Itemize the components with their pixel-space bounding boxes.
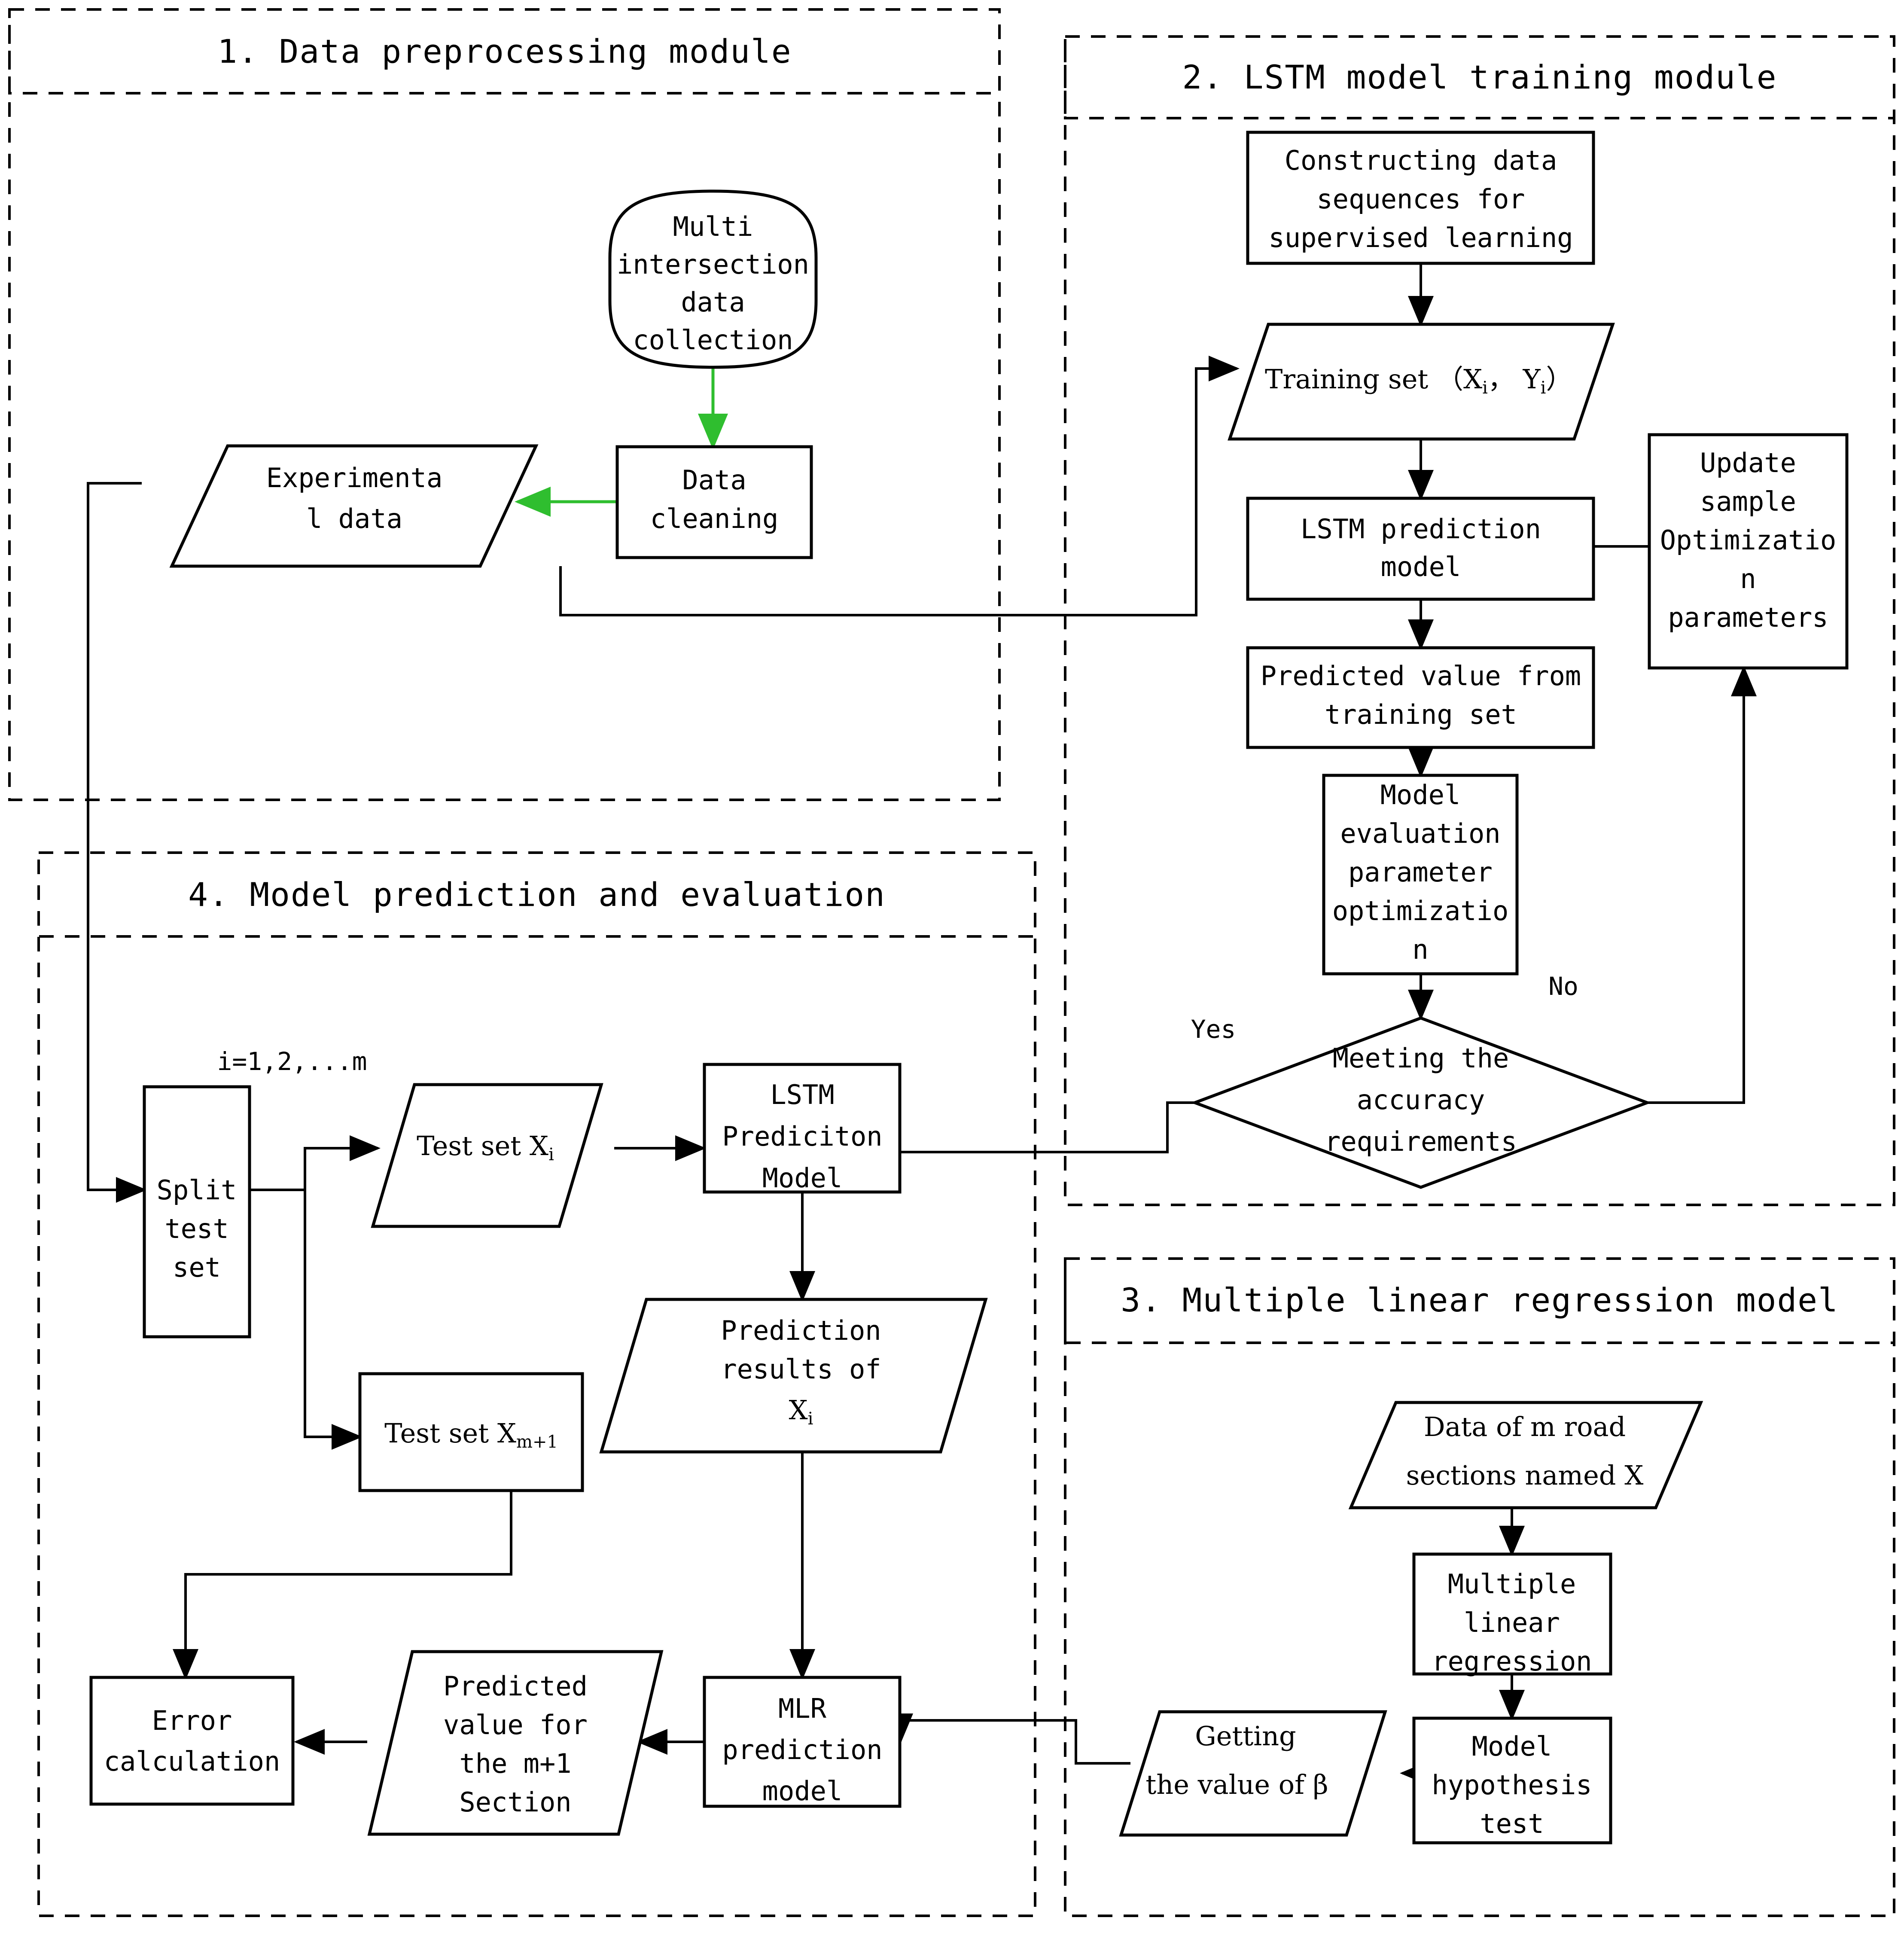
node-lstm-prediction-model[interactable]: LSTM prediction model <box>1246 497 1595 601</box>
node-prediction-results-xi[interactable]: Prediction results of Xi <box>599 1298 988 1454</box>
node-label: set <box>173 1252 221 1283</box>
edge-label-no: No <box>1548 972 1578 1001</box>
node-label: Model <box>1380 779 1461 811</box>
node-label: Optimizatio <box>1660 524 1837 556</box>
node-model-hypothesis-test[interactable]: Model hypothesis test <box>1412 1716 1612 1844</box>
node-label: optimizatio <box>1332 895 1509 927</box>
node-multi-intersection-data-collection[interactable]: Multi intersection data collection <box>608 189 818 369</box>
node-label: collection <box>633 324 793 356</box>
node-label: calculation <box>104 1746 280 1777</box>
node-label: intersection <box>617 249 809 280</box>
edge-decision-yes-to-lstm4 <box>852 1101 1195 1165</box>
node-label: results of <box>721 1354 881 1385</box>
node-label: Multi <box>673 211 753 242</box>
node-data-cleaning[interactable]: Data cleaning <box>615 445 813 559</box>
module-1-title: 1. Data preprocessing module <box>217 32 792 70</box>
node-label: accuracy <box>1357 1084 1485 1116</box>
node-constructing-sequences[interactable]: Constructing data sequences for supervis… <box>1246 131 1595 265</box>
node-label: model <box>762 1775 843 1807</box>
node-label: supervised learning <box>1268 222 1573 253</box>
module-frame-2: 2. LSTM model training module <box>1064 35 1895 1206</box>
edge-split-to-testxi <box>249 1135 381 1191</box>
node-label: test <box>165 1213 228 1244</box>
node-label: regression <box>1432 1646 1592 1677</box>
node-label: sections named X <box>1406 1460 1644 1491</box>
node-update-sample-parameters[interactable]: Update sample Optimizatio n parameters <box>1648 433 1849 670</box>
node-label: requirements <box>1325 1126 1517 1157</box>
node-label: prediction <box>722 1734 882 1765</box>
node-label: Error <box>152 1705 232 1736</box>
node-label: sequences for <box>1316 183 1525 215</box>
edge-label-iteration: i=1,2,...m <box>217 1047 367 1076</box>
node-label: Constructing data <box>1285 145 1557 176</box>
node-label: Data of m road <box>1424 1411 1626 1442</box>
node-label: hypothesis <box>1432 1769 1592 1801</box>
node-lstm-prediciton-model-4[interactable]: LSTM Prediciton Model <box>703 1063 902 1194</box>
edge-decision-no-to-update <box>1647 665 1757 1104</box>
edge-label-yes: Yes <box>1191 1015 1236 1044</box>
node-label: test <box>1480 1808 1544 1839</box>
node-label: LSTM prediction <box>1301 513 1541 545</box>
node-label: Multiple <box>1448 1568 1576 1600</box>
module-frame-3: 3. Multiple linear regression model <box>1064 1257 1895 1917</box>
edge-getting-to-mlr <box>887 1713 1130 1765</box>
node-predicted-value-m1-section[interactable]: Predicted value for the m+1 Section <box>367 1650 664 1836</box>
edge-experimental-to-trainingset <box>559 356 1240 616</box>
node-meeting-accuracy-requirements[interactable]: Meeting the accuracy requirements <box>1191 1016 1651 1189</box>
node-label: the m+1 <box>459 1748 571 1779</box>
node-label: Update <box>1700 447 1796 479</box>
node-label: sample <box>1700 486 1796 517</box>
node-training-set[interactable]: Training set （Xi， Yi） <box>1228 323 1615 441</box>
node-test-set-xi[interactable]: Test set Xi <box>371 1083 603 1228</box>
edge-experimental-to-split <box>87 482 147 1203</box>
module-3-title: 3. Multiple linear regression model <box>1121 1281 1838 1319</box>
module-frame-1: 1. Data preprocessing module <box>8 8 1001 801</box>
node-label: Meeting the <box>1333 1043 1509 1074</box>
node-label: Prediction <box>721 1315 881 1346</box>
node-label: Section <box>459 1787 571 1818</box>
node-label: linear <box>1464 1607 1560 1638</box>
node-label: Split <box>157 1174 237 1206</box>
module-frame-4: 4. Model prediction and evaluation <box>37 851 1036 1917</box>
node-label: n <box>1412 934 1428 965</box>
node-mlr-prediction-model[interactable]: MLR prediction model <box>703 1676 902 1808</box>
node-label: model <box>1381 551 1461 582</box>
node-label: Model <box>1472 1731 1552 1762</box>
node-label-training-set: Training set （Xi， Yi） <box>1265 363 1572 398</box>
node-label: n <box>1740 563 1756 595</box>
node-label: Experimenta <box>266 462 443 494</box>
node-getting-value-of-beta[interactable]: Getting the value of β <box>1119 1710 1387 1837</box>
node-multiple-linear-regression[interactable]: Multiple linear regression <box>1412 1552 1612 1677</box>
node-label: value for <box>443 1709 588 1741</box>
node-label: l data <box>306 503 402 534</box>
node-data-of-m-road-sections[interactable]: Data of m road sections named X <box>1348 1401 1703 1509</box>
node-label: MLR <box>778 1693 827 1724</box>
module-4-title: 4. Model prediction and evaluation <box>188 875 886 914</box>
node-split-test-set[interactable]: Split test set <box>143 1085 251 1338</box>
node-predicted-value-training-set[interactable]: Predicted value from training set <box>1246 646 1595 749</box>
node-label: Data <box>682 464 746 496</box>
node-label: Model <box>762 1162 843 1194</box>
node-label: parameters <box>1668 602 1828 633</box>
node-label: Predicted value from <box>1261 660 1581 692</box>
node-label: evaluation <box>1340 818 1500 849</box>
node-label: LSTM <box>770 1079 834 1110</box>
node-experimental-data[interactable]: Experimenta l data <box>169 444 539 568</box>
node-label: Getting <box>1195 1720 1296 1752</box>
edge-split-to-testxm1 <box>304 1190 363 1450</box>
node-label: parameter <box>1348 857 1493 888</box>
module-2-title: 2. LSTM model training module <box>1182 58 1777 96</box>
node-label: training set <box>1325 699 1517 730</box>
node-label: Predicted <box>443 1671 588 1702</box>
edge-testxm1-to-error <box>173 1490 512 1680</box>
node-label: Prediciton <box>722 1121 882 1152</box>
node-label: the value of β <box>1145 1769 1328 1800</box>
node-test-set-xm1[interactable]: Test set Xm+1 <box>358 1372 584 1492</box>
node-label: data <box>681 287 745 318</box>
node-label: cleaning <box>650 503 779 534</box>
node-error-calculation[interactable]: Error calculation <box>89 1676 295 1806</box>
node-label-test-set-xi: Test set Xi <box>417 1130 554 1165</box>
node-model-evaluation[interactable]: Model evaluation parameter optimizatio n <box>1322 774 1519 976</box>
